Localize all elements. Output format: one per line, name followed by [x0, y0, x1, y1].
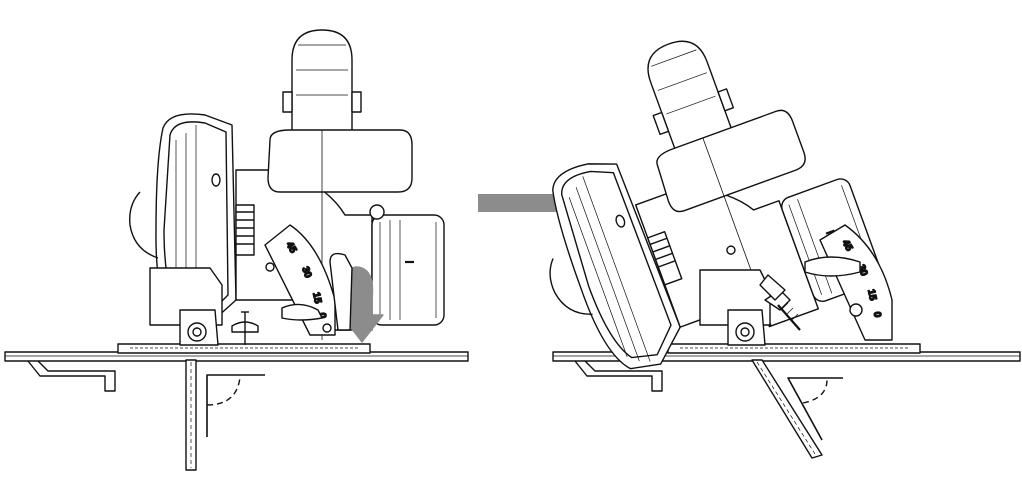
pivot-bracket-right [699, 269, 771, 346]
bevel-mark-30: 30 [299, 265, 313, 280]
bevel-mark-15: 15 [310, 291, 323, 305]
blade-tilted [751, 359, 843, 459]
bevel-mark-0: 0 [316, 312, 327, 319]
bevel-scale-right: 45 30 15 0 [804, 224, 893, 341]
bevel-mark-15-right: 15 [865, 288, 878, 302]
blade-guard-left [129, 113, 237, 329]
bevel-scale-left: 45 30 15 0 [264, 224, 336, 336]
bevel-knob-right [759, 274, 801, 331]
pivot-bracket-left [179, 309, 219, 346]
blade-straight [185, 359, 265, 471]
curved-arrow-icon [329, 252, 384, 343]
base-plate-left [4, 343, 469, 392]
bevel-mark-0-right: 0 [871, 311, 882, 318]
handle-left [267, 29, 413, 340]
saw-straight-0-degree: 45 30 15 0 [4, 29, 469, 471]
bevel-knob-left [231, 311, 259, 345]
saw-tilted-45-degree: 45 30 15 0 [549, 40, 1021, 459]
